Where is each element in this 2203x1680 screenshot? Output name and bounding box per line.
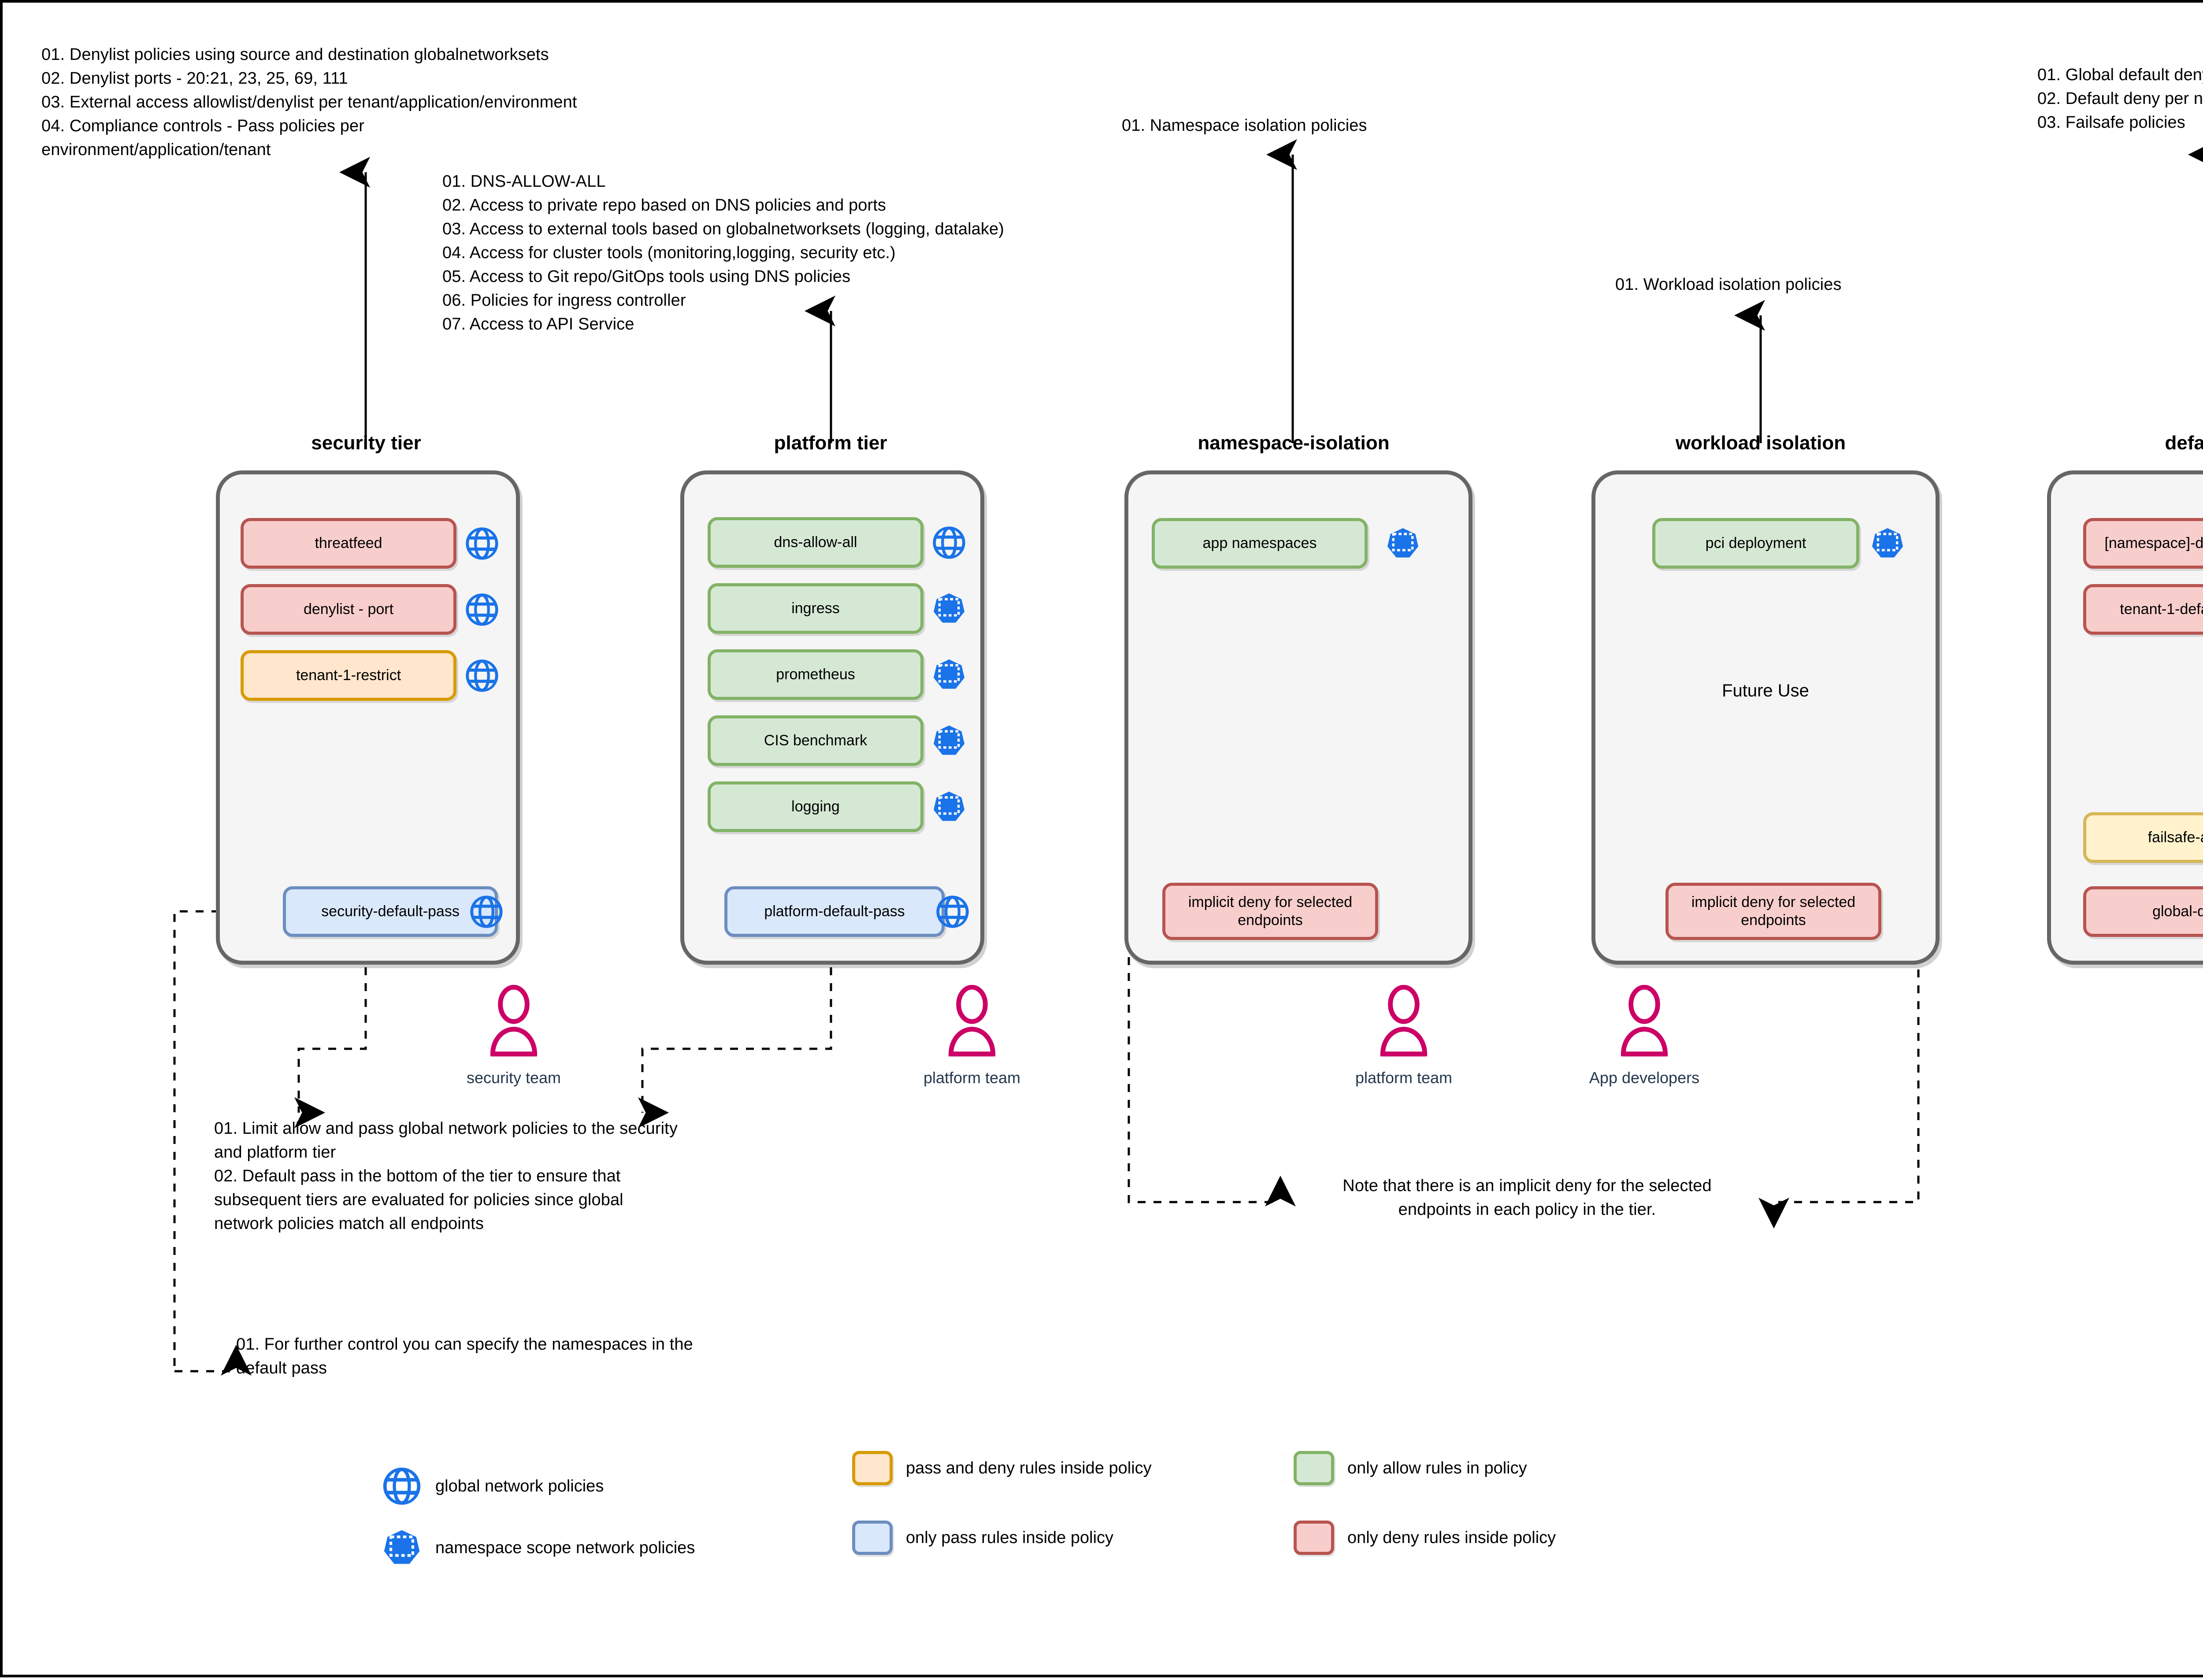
policy-dns-allow-all[interactable]: dns-allow-all — [708, 517, 923, 568]
policy-app-namespaces[interactable]: app namespaces — [1152, 518, 1368, 569]
platform-tier-notes: 01. DNS-ALLOW-ALL 02. Access to private … — [442, 172, 1004, 333]
policy-tenant-1-restrict[interactable]: tenant-1-restrict — [241, 650, 456, 701]
security-tier-title: security tier — [311, 432, 421, 454]
namespace-icon — [1385, 526, 1420, 563]
legend-swatch-deny — [1294, 1521, 1334, 1555]
globe-icon — [464, 526, 500, 563]
persona-platform-team-1: platform team — [919, 984, 1025, 1087]
persona-label: platform team — [1355, 1069, 1453, 1087]
platform-tier-title-wrap: platform tier — [679, 432, 983, 454]
policy-platform-default-pass[interactable]: platform-default-pass — [724, 886, 945, 937]
namespace-isolation-title-wrap: namespace-isolation — [1131, 432, 1457, 454]
legend-label: only pass rules inside policy — [906, 1528, 1114, 1547]
future-use-label: Future Use — [1722, 681, 1809, 700]
globe-icon — [931, 525, 967, 562]
namespace-icon — [382, 1528, 422, 1568]
namespace-isolation-title: namespace-isolation — [1198, 432, 1390, 454]
namespace-isolation-note: 01. Namespace isolation policies — [1122, 116, 1367, 135]
legend-only-allow-rules: only allow rules in policy — [1294, 1451, 1527, 1485]
legend-label: namespace scope network policies — [435, 1538, 695, 1557]
global-policy-guidance-note: 01. Limit allow and pass global network … — [214, 1119, 678, 1233]
legend-only-pass-rules: only pass rules inside policy — [852, 1521, 1113, 1555]
legend-swatch-mixed — [852, 1451, 893, 1485]
policy-logging[interactable]: logging — [708, 781, 923, 832]
policy-label: pci deployment — [1705, 535, 1806, 552]
policy-namespace-default-deny[interactable]: [namespace]-default-deny — [2083, 518, 2203, 569]
default-tier-title-wrap: default tier — [2051, 432, 2203, 454]
person-icon — [1380, 984, 1428, 1057]
persona-label: platform team — [923, 1069, 1021, 1087]
policy-label: implicit deny for selected endpoints — [1188, 894, 1353, 929]
person-icon — [1621, 984, 1668, 1057]
namespace-icon — [931, 789, 967, 827]
implicit-deny-note: Note that there is an implicit deny for … — [1343, 1177, 1712, 1219]
persona-security-team-1: security team — [461, 984, 567, 1087]
policy-label: platform-default-pass — [764, 903, 905, 920]
policy-label: CIS benchmark — [764, 732, 868, 749]
namespace-icon — [931, 657, 967, 695]
policy-denylist-port[interactable]: denylist - port — [241, 584, 456, 635]
policy-label: logging — [791, 798, 840, 815]
policy-ingress[interactable]: ingress — [708, 583, 923, 634]
policy-implicit-deny-namespace[interactable]: implicit deny for selected endpoints — [1162, 883, 1378, 940]
policy-label: prometheus — [776, 666, 855, 683]
globe-icon — [382, 1466, 422, 1506]
policy-label: app namespaces — [1202, 535, 1317, 552]
workload-isolation-title-wrap: workload isolation — [1598, 432, 1924, 454]
security-tier-title-wrap: security tier — [214, 432, 518, 454]
policy-tenant-1-default-deny[interactable]: tenant-1-default-deny — [2083, 584, 2203, 635]
namespace-icon — [931, 723, 967, 761]
policy-label: global-deny — [2152, 903, 2203, 920]
legend-global-network-policies: global network policies — [382, 1466, 604, 1506]
namespace-icon — [931, 591, 967, 629]
policy-label: tenant-1-default-deny — [2120, 601, 2203, 618]
globe-icon — [464, 658, 500, 696]
policy-label: ingress — [791, 600, 840, 617]
policy-label: [namespace]-default-deny — [2104, 535, 2203, 552]
security-tier-notes: 01. Denylist policies using source and d… — [41, 45, 577, 159]
policy-label: security-default-pass — [321, 903, 460, 920]
default-tier-notes: 01. Global default deny 02. Default deny… — [2037, 66, 2203, 132]
legend-label: pass and deny rules inside policy — [906, 1458, 1152, 1477]
persona-app-developers: App developers — [1583, 984, 1706, 1087]
policy-global-deny[interactable]: global-deny — [2083, 886, 2203, 937]
policy-pci-deployment[interactable]: pci deployment — [1652, 518, 1859, 569]
globe-icon — [935, 894, 970, 932]
further-control-note: 01. For further control you can specify … — [236, 1335, 693, 1377]
legend-swatch-pass — [852, 1521, 893, 1555]
persona-label: security team — [466, 1069, 561, 1087]
policy-label: failsafe-allow — [2147, 829, 2203, 846]
policy-failsafe-allow[interactable]: failsafe-allow — [2083, 812, 2203, 863]
legend-label: only deny rules inside policy — [1347, 1528, 1556, 1547]
person-icon — [490, 984, 538, 1057]
policy-implicit-deny-workload[interactable]: implicit deny for selected endpoints — [1665, 883, 1881, 940]
policy-label: tenant-1-restrict — [296, 667, 401, 684]
policy-label: denylist - port — [303, 601, 394, 618]
policy-prometheus[interactable]: prometheus — [708, 649, 923, 700]
person-icon — [948, 984, 996, 1057]
legend-label: global network policies — [435, 1476, 604, 1495]
persona-platform-team-2: platform team — [1351, 984, 1457, 1087]
globe-icon — [469, 894, 504, 932]
platform-tier-title: platform tier — [774, 432, 887, 454]
legend-namespace-scope-network-policies: namespace scope network policies — [382, 1528, 695, 1568]
default-tier-title: default tier — [2165, 432, 2203, 454]
legend-pass-and-deny-rules: pass and deny rules inside policy — [852, 1451, 1152, 1485]
policy-security-default-pass[interactable]: security-default-pass — [283, 886, 498, 937]
workload-isolation-note: 01. Workload isolation policies — [1615, 275, 1842, 294]
namespace-icon — [1870, 526, 1905, 563]
legend-label: only allow rules in policy — [1347, 1458, 1527, 1477]
policy-label: dns-allow-all — [774, 534, 857, 551]
persona-label: App developers — [1589, 1069, 1700, 1087]
policy-cis-benchmark[interactable]: CIS benchmark — [708, 715, 923, 766]
policy-label: threatfeed — [315, 535, 382, 552]
legend-only-deny-rules: only deny rules inside policy — [1294, 1521, 1556, 1555]
policy-threatfeed[interactable]: threatfeed — [241, 518, 456, 569]
policy-label: implicit deny for selected endpoints — [1691, 894, 1856, 929]
workload-isolation-title: workload isolation — [1675, 432, 1846, 454]
globe-icon — [464, 592, 500, 629]
legend-swatch-allow — [1294, 1451, 1334, 1485]
